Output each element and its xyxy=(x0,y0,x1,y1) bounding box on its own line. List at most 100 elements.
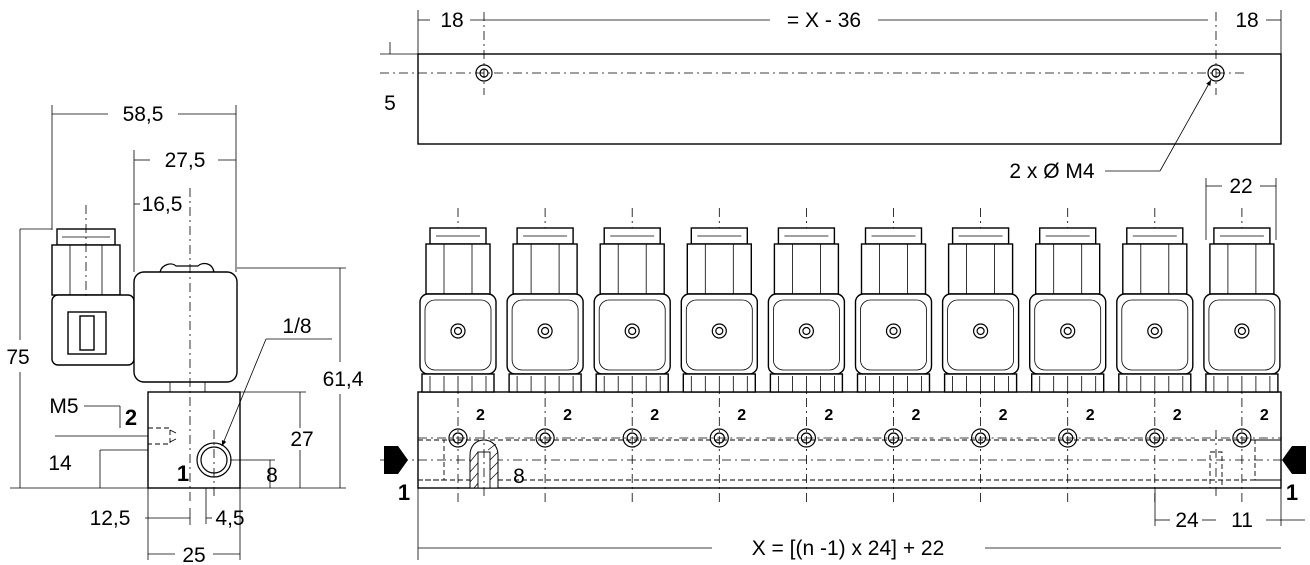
dim-top-middle: = X - 36 xyxy=(787,9,861,32)
valve-housing-inner xyxy=(598,299,666,371)
side-port-1-label: 1 xyxy=(177,461,189,486)
valve-screw-inner xyxy=(715,326,724,336)
inlet-arrow-left xyxy=(384,446,408,474)
top-hole-left xyxy=(475,64,493,82)
side-connector xyxy=(51,205,135,366)
inlet-arrow-right xyxy=(1282,446,1306,474)
dim-27: 27 xyxy=(290,428,313,451)
valve-screw-inner xyxy=(802,326,811,336)
port-2-label: 2 xyxy=(999,407,1008,424)
valve-housing-inner xyxy=(1034,299,1102,371)
valve-unit: 2 xyxy=(679,208,760,505)
front-mount-hole-left xyxy=(469,430,499,500)
dim-overall: X = [(n -1) x 24] + 22 xyxy=(752,537,945,560)
valve-screw-inner xyxy=(453,326,463,336)
side-body xyxy=(147,391,241,489)
dim-14: 14 xyxy=(48,452,72,475)
valve-screw xyxy=(798,323,815,339)
top-hole-right xyxy=(1207,64,1225,82)
dim-61-4: 61,4 xyxy=(323,368,364,391)
valve-housing-inner xyxy=(424,299,492,371)
valve-housing-inner xyxy=(860,299,927,371)
valve-neck xyxy=(947,243,1014,295)
side-view: 58,5 27,5 16,5 75 61,4 27 8 xyxy=(6,103,363,565)
valve-screw-inner xyxy=(1150,326,1159,336)
valve-screw xyxy=(1147,323,1163,339)
port-2-label: 2 xyxy=(563,407,572,424)
valve-unit: 2 xyxy=(853,208,934,505)
dim-16-5: 16,5 xyxy=(142,193,183,216)
valve-screw xyxy=(711,323,727,339)
port-2-hole xyxy=(1232,428,1252,448)
dim-8-side: 8 xyxy=(266,464,278,487)
label-thread: 1/8 xyxy=(282,315,311,338)
valve-unit: 2 xyxy=(505,208,586,505)
hole-callout: 2 x Ø M4 xyxy=(1009,160,1095,183)
dim-4-5: 4,5 xyxy=(215,507,244,530)
valve-screw-inner xyxy=(1237,326,1247,336)
valve-screw xyxy=(537,323,553,339)
port-2-hole xyxy=(535,428,555,448)
valve-housing-inner xyxy=(1208,299,1276,371)
port-2-label: 2 xyxy=(1173,407,1182,424)
valve-housing-inner xyxy=(947,299,1014,371)
valve-neck xyxy=(1034,243,1101,295)
inlet-right-label: 1 xyxy=(1286,480,1298,505)
valve-unit: 2 xyxy=(766,208,847,505)
valve-screw xyxy=(624,323,640,339)
port-2-label: 2 xyxy=(1260,407,1269,424)
dim-58-5: 58,5 xyxy=(123,103,164,126)
port-2-label: 2 xyxy=(824,407,833,424)
valve-unit: 2 xyxy=(1114,208,1195,505)
valve-screw xyxy=(1060,323,1076,339)
port-2-hole xyxy=(622,428,642,448)
label-m5: M5 xyxy=(49,395,78,418)
valve-neck xyxy=(773,243,840,295)
dim-front-11: 11 xyxy=(1231,509,1253,532)
port-2-hole xyxy=(709,428,729,448)
valve-screw-inner xyxy=(540,326,550,336)
side-port-2-label: 2 xyxy=(125,405,137,430)
dim-75: 75 xyxy=(6,346,29,369)
dim-front-22: 22 xyxy=(1229,175,1252,198)
valve-screw-inner xyxy=(976,326,985,336)
valve-neck xyxy=(686,243,752,295)
valve-neck xyxy=(1209,243,1275,295)
dim-top-right-18: 18 xyxy=(1235,9,1258,32)
top-view: 18 = X - 36 18 5 2 x Ø M4 xyxy=(380,9,1282,183)
dim-27-5: 27,5 xyxy=(165,149,206,172)
dim-front-8: 8 xyxy=(513,465,525,488)
valve-neck xyxy=(599,243,665,295)
valve-screw-inner xyxy=(889,326,898,336)
manifold-bar xyxy=(417,391,1282,489)
valve-screw-inner xyxy=(1063,326,1072,336)
port-2-hole xyxy=(796,428,817,448)
valve-screw xyxy=(885,323,902,339)
valve-housing-inner xyxy=(1121,299,1189,371)
valve-unit: 2 xyxy=(940,208,1021,505)
dim-12-5: 12,5 xyxy=(90,507,131,530)
port-2-label: 2 xyxy=(912,407,921,424)
port-2-hole xyxy=(448,428,468,448)
top-plate xyxy=(417,53,1282,145)
valve-housing-inner xyxy=(685,299,753,371)
valve-neck xyxy=(860,243,927,295)
valve-unit: 2 xyxy=(1201,208,1282,505)
valve-unit: 2 xyxy=(592,208,673,505)
dim-top-left-18: 18 xyxy=(440,9,463,32)
port-2-label: 2 xyxy=(1086,407,1095,424)
valve-screw xyxy=(450,323,466,339)
port-2-hole xyxy=(1058,428,1078,448)
valve-neck xyxy=(512,243,578,295)
valve-housing-inner xyxy=(773,299,840,371)
port-2-label: 2 xyxy=(737,407,746,424)
port-2-hole xyxy=(1145,428,1165,448)
dim-top-5: 5 xyxy=(384,92,396,115)
port-2-label: 2 xyxy=(650,407,659,424)
dim-25: 25 xyxy=(182,544,205,565)
valve-screw-inner xyxy=(628,326,637,336)
port-2-hole xyxy=(970,428,991,448)
